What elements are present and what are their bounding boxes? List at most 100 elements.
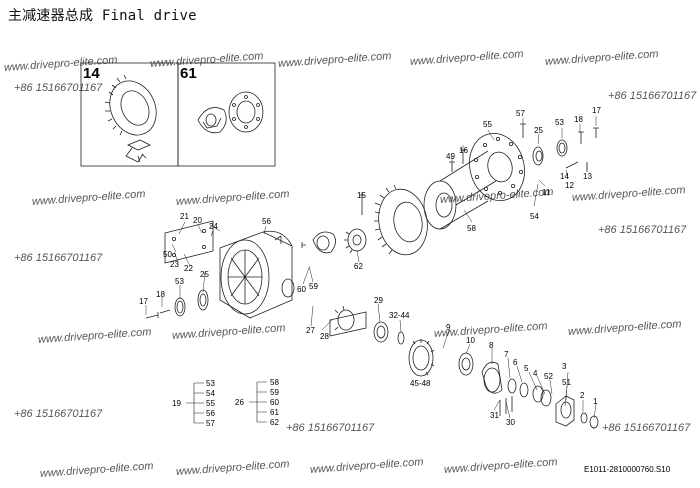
legend-child: 55 <box>206 399 215 408</box>
bolts-lower <box>499 396 513 416</box>
differential-case-half-right <box>423 150 497 230</box>
legend-child: 56 <box>206 409 215 418</box>
differential-housing-flange <box>469 133 525 201</box>
part-number: 15 <box>357 191 366 200</box>
part-number: 18 <box>156 290 165 299</box>
seal-ring-53 <box>556 139 568 157</box>
legend-child: 53 <box>206 379 215 388</box>
differential-gear-cluster <box>301 231 336 254</box>
inset-frame-61 <box>177 62 276 167</box>
part-number: 1 <box>593 397 598 406</box>
drawing-number: E1011-2810000760.S10 <box>584 465 671 474</box>
part-number: 58 <box>467 224 476 233</box>
part-number: 2 <box>580 391 585 400</box>
part-number: 20 <box>193 216 202 225</box>
part-number: 60 <box>297 285 306 294</box>
part-number: 9 <box>446 323 451 332</box>
part-number: 13 <box>583 172 592 181</box>
shims-32-44 <box>397 331 405 345</box>
watermark-phone: +86 15166701167 <box>14 82 103 94</box>
part-number: 22 <box>184 264 193 273</box>
watermark-phone: +86 15166701167 <box>602 422 691 434</box>
part-number: 25 <box>200 270 209 279</box>
part-number: 31 <box>490 411 499 420</box>
part-number: 17 <box>139 297 148 306</box>
part-number: 7 <box>504 350 509 359</box>
crown-wheel-pinion-set <box>104 74 157 163</box>
part-number: 62 <box>354 262 363 271</box>
legend-child: 58 <box>270 378 279 387</box>
part-number: 28 <box>320 332 329 341</box>
part-number: 21 <box>180 212 189 221</box>
bearing-10 <box>458 352 474 376</box>
watermark-phone: +86 15166701167 <box>14 252 103 264</box>
part-number: 24 <box>209 222 218 231</box>
differential-case-inset <box>197 91 264 134</box>
seal-7-6 <box>507 378 529 398</box>
watermark-phone: +86 15166701167 <box>608 90 697 102</box>
watermark-phone: +86 15166701167 <box>286 422 375 434</box>
part-number: 23 <box>170 260 179 269</box>
legend-child: 59 <box>270 388 279 397</box>
spider-gear <box>344 228 367 254</box>
part-number: 11 <box>542 188 551 197</box>
part-number: 50 <box>163 250 172 259</box>
part-number: 53 <box>555 118 564 127</box>
part-number: 57 <box>516 109 525 118</box>
part-number: 59 <box>309 282 318 291</box>
part-number: 12 <box>565 181 574 190</box>
legend-child: 61 <box>270 408 279 417</box>
legend-parent-19: 19 <box>172 399 181 408</box>
bolts-left <box>145 309 171 319</box>
bolts-upper-right <box>359 123 599 215</box>
part-number: 8 <box>489 341 494 350</box>
part-number: 14 <box>560 172 569 181</box>
legend-brackets <box>186 381 267 424</box>
bracket-plate <box>164 220 214 264</box>
legend-parent-26: 26 <box>235 398 244 407</box>
part-number: 49 <box>446 152 455 161</box>
legend-child: 60 <box>270 398 279 407</box>
pinion-bearing-29 <box>373 321 389 343</box>
part-number: 51 <box>562 378 571 387</box>
part-number: 6 <box>513 358 518 367</box>
pinion-cage <box>408 339 435 377</box>
watermark-phone: +86 15166701167 <box>14 408 103 420</box>
part-number: 17 <box>592 106 601 115</box>
part-number: 29 <box>374 296 383 305</box>
part-number: 27 <box>306 326 315 335</box>
nut-1-2 <box>580 412 599 429</box>
part-number: 18 <box>574 115 583 124</box>
part-number: 53 <box>175 277 184 286</box>
part-number: 4 <box>533 369 538 378</box>
part-number: 25 <box>534 126 543 135</box>
bearing-right-upper <box>532 146 544 166</box>
page-title: 主减速器总成 Final drive <box>8 8 197 24</box>
part-number: 56 <box>262 217 271 226</box>
part-number: 5 <box>524 364 529 373</box>
part-number: 54 <box>530 212 539 221</box>
seal-ring-left-53 <box>174 297 186 317</box>
part-number: 30 <box>506 418 515 427</box>
axle-housing <box>219 230 295 319</box>
part-number: 10 <box>466 336 475 345</box>
inset-label-14: 14 <box>83 65 100 82</box>
watermark-phone: +86 15166701167 <box>598 224 687 236</box>
part-number: 52 <box>544 372 553 381</box>
part-number: 3 <box>562 362 567 371</box>
companion-flange-51 <box>555 395 575 427</box>
part-number: 16 <box>459 146 468 155</box>
part-number: 55 <box>483 120 492 129</box>
legend-child: 57 <box>206 419 215 428</box>
inset-label-61: 61 <box>180 65 197 82</box>
part-number: 32-44 <box>389 311 410 320</box>
bearing-left-25 <box>197 289 209 311</box>
flange-housing-8 <box>481 361 503 394</box>
oil-seal-5-4 <box>532 385 552 407</box>
leader-lines <box>145 116 597 419</box>
legend-child: 62 <box>270 418 279 427</box>
drive-pinion <box>329 305 367 337</box>
crown-wheel <box>374 184 428 256</box>
part-number: 45-48 <box>410 379 431 388</box>
